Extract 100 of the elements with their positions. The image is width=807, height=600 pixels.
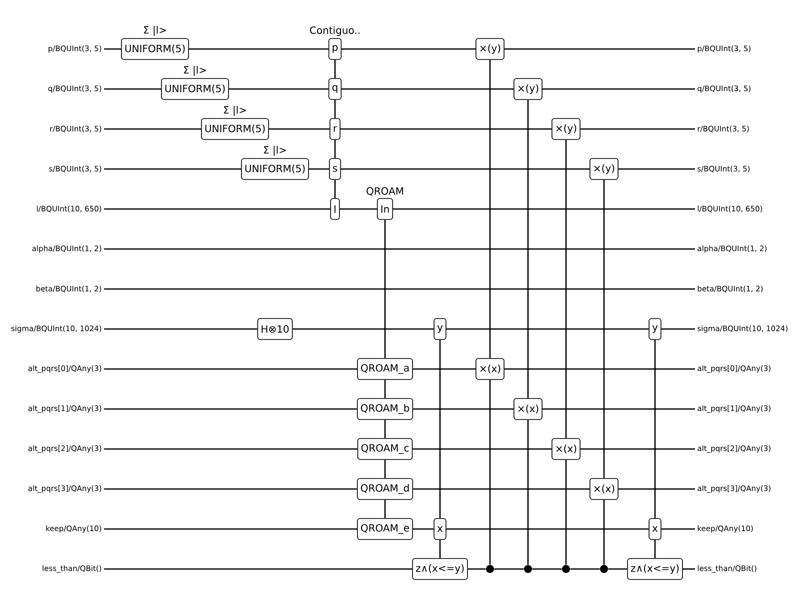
- wire: [412, 448, 552, 450]
- wire: [412, 528, 434, 530]
- wire: [342, 88, 514, 90]
- wire: [580, 448, 695, 450]
- wire: [104, 248, 695, 250]
- gate-box: UNIFORM(5): [121, 38, 189, 60]
- gate-box: p: [328, 38, 342, 60]
- wire: [104, 528, 358, 530]
- wire: [570, 568, 600, 570]
- control-line: [565, 140, 567, 438]
- wire: [618, 168, 695, 170]
- wire: [532, 568, 562, 570]
- wire: [104, 368, 358, 370]
- control-line: [489, 380, 491, 565]
- control-line: [384, 380, 386, 398]
- wire: [661, 328, 695, 330]
- gate-caption: Contiguo..: [310, 26, 360, 36]
- gate-box: QROAM_c: [357, 438, 413, 460]
- wire: [393, 208, 695, 210]
- wire: [618, 488, 695, 490]
- control-line: [334, 180, 336, 198]
- gate-box: x: [648, 518, 662, 540]
- gate-box: ×(x): [476, 358, 504, 380]
- control-line: [654, 540, 656, 558]
- control-dot: [524, 565, 532, 573]
- wire: [682, 568, 695, 570]
- wire: [268, 128, 330, 130]
- wire: [104, 88, 162, 90]
- control-line: [565, 460, 567, 565]
- wire: [104, 48, 122, 50]
- control-line: [603, 180, 605, 478]
- gate-box: UNIFORM(5): [241, 158, 309, 180]
- wire: [412, 368, 476, 370]
- control-line: [384, 420, 386, 438]
- gate-box: QROAM_d: [356, 478, 414, 500]
- wire: [104, 128, 202, 130]
- gate-box: x: [434, 518, 446, 540]
- gate-caption: Σ |l>: [264, 146, 286, 156]
- gate-box: s: [329, 158, 341, 180]
- control-line: [384, 500, 386, 518]
- gate-box: q: [328, 78, 342, 100]
- wire: [188, 48, 328, 50]
- wire: [340, 128, 552, 130]
- wire: [308, 168, 329, 170]
- wire: [104, 288, 695, 290]
- wire: [608, 568, 628, 570]
- control-line: [384, 460, 386, 478]
- control-dot: [600, 565, 608, 573]
- wire: [104, 568, 412, 570]
- gate-box: ×(y): [476, 38, 504, 60]
- wire: [494, 568, 524, 570]
- wire: [104, 328, 258, 330]
- gate-caption: Σ |l>: [224, 106, 246, 116]
- wire: [413, 408, 514, 410]
- wire: [413, 488, 590, 490]
- wire: [104, 488, 357, 490]
- gate-box: ×(y): [552, 118, 580, 140]
- gate-box: y: [648, 318, 662, 340]
- control-line: [527, 420, 529, 565]
- wire: [228, 88, 328, 90]
- control-line: [384, 220, 386, 358]
- gate-box: z∧(x<=y): [627, 558, 683, 580]
- gate-box: In: [376, 198, 394, 220]
- gate-box: r: [330, 118, 340, 140]
- gate-box: ×(x): [552, 438, 580, 460]
- control-line: [334, 60, 336, 78]
- wire: [542, 88, 695, 90]
- gate-caption: Σ |l>: [144, 26, 166, 36]
- wire: [468, 568, 486, 570]
- gate-box: QROAM_b: [356, 398, 414, 420]
- wire: [580, 128, 695, 130]
- gate-box: ×(x): [590, 478, 618, 500]
- control-line: [439, 540, 441, 558]
- wire: [340, 208, 377, 210]
- control-line: [439, 340, 441, 518]
- gate-box: ×(y): [514, 78, 542, 100]
- wire: [446, 328, 649, 330]
- control-line: [334, 140, 336, 158]
- wire: [661, 528, 695, 530]
- control-dot: [486, 565, 494, 573]
- control-line: [489, 60, 491, 358]
- gate-box: UNIFORM(5): [161, 78, 229, 100]
- wire: [341, 168, 590, 170]
- gate-caption: Σ |l>: [184, 66, 206, 76]
- control-line: [654, 340, 656, 518]
- wire: [504, 368, 695, 370]
- control-line: [603, 500, 605, 565]
- gate-box: ×(y): [590, 158, 618, 180]
- gate-box: QROAM_e: [357, 518, 413, 540]
- gate-caption: QROAM: [366, 187, 404, 196]
- wire: [292, 328, 434, 330]
- control-line: [334, 100, 336, 118]
- gate-box: ×(x): [514, 398, 542, 420]
- gate-box: z∧(x<=y): [412, 558, 468, 580]
- control-dot: [562, 565, 570, 573]
- gate-box: QROAM_a: [357, 358, 413, 380]
- wire: [104, 168, 242, 170]
- gate-box: l: [330, 198, 340, 220]
- gate-box: y: [434, 318, 446, 340]
- wire: [446, 528, 649, 530]
